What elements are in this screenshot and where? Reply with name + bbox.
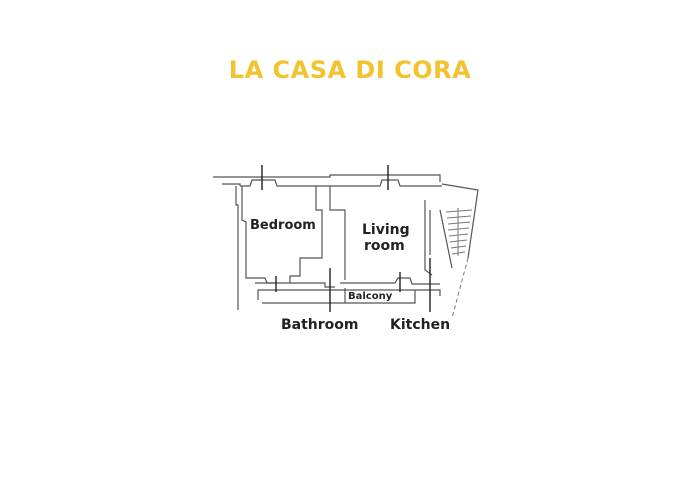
room-label-balcony: Balcony <box>348 291 393 302</box>
room-label-kitchen: Kitchen <box>390 317 451 333</box>
room-label-living-2: room <box>364 238 405 254</box>
room-label-living-1: Living <box>362 222 410 238</box>
room-label-bathroom: Bathroom <box>281 317 359 333</box>
room-label-bedroom: Bedroom <box>250 218 316 233</box>
page-title: LA CASA DI CORA <box>228 56 472 84</box>
